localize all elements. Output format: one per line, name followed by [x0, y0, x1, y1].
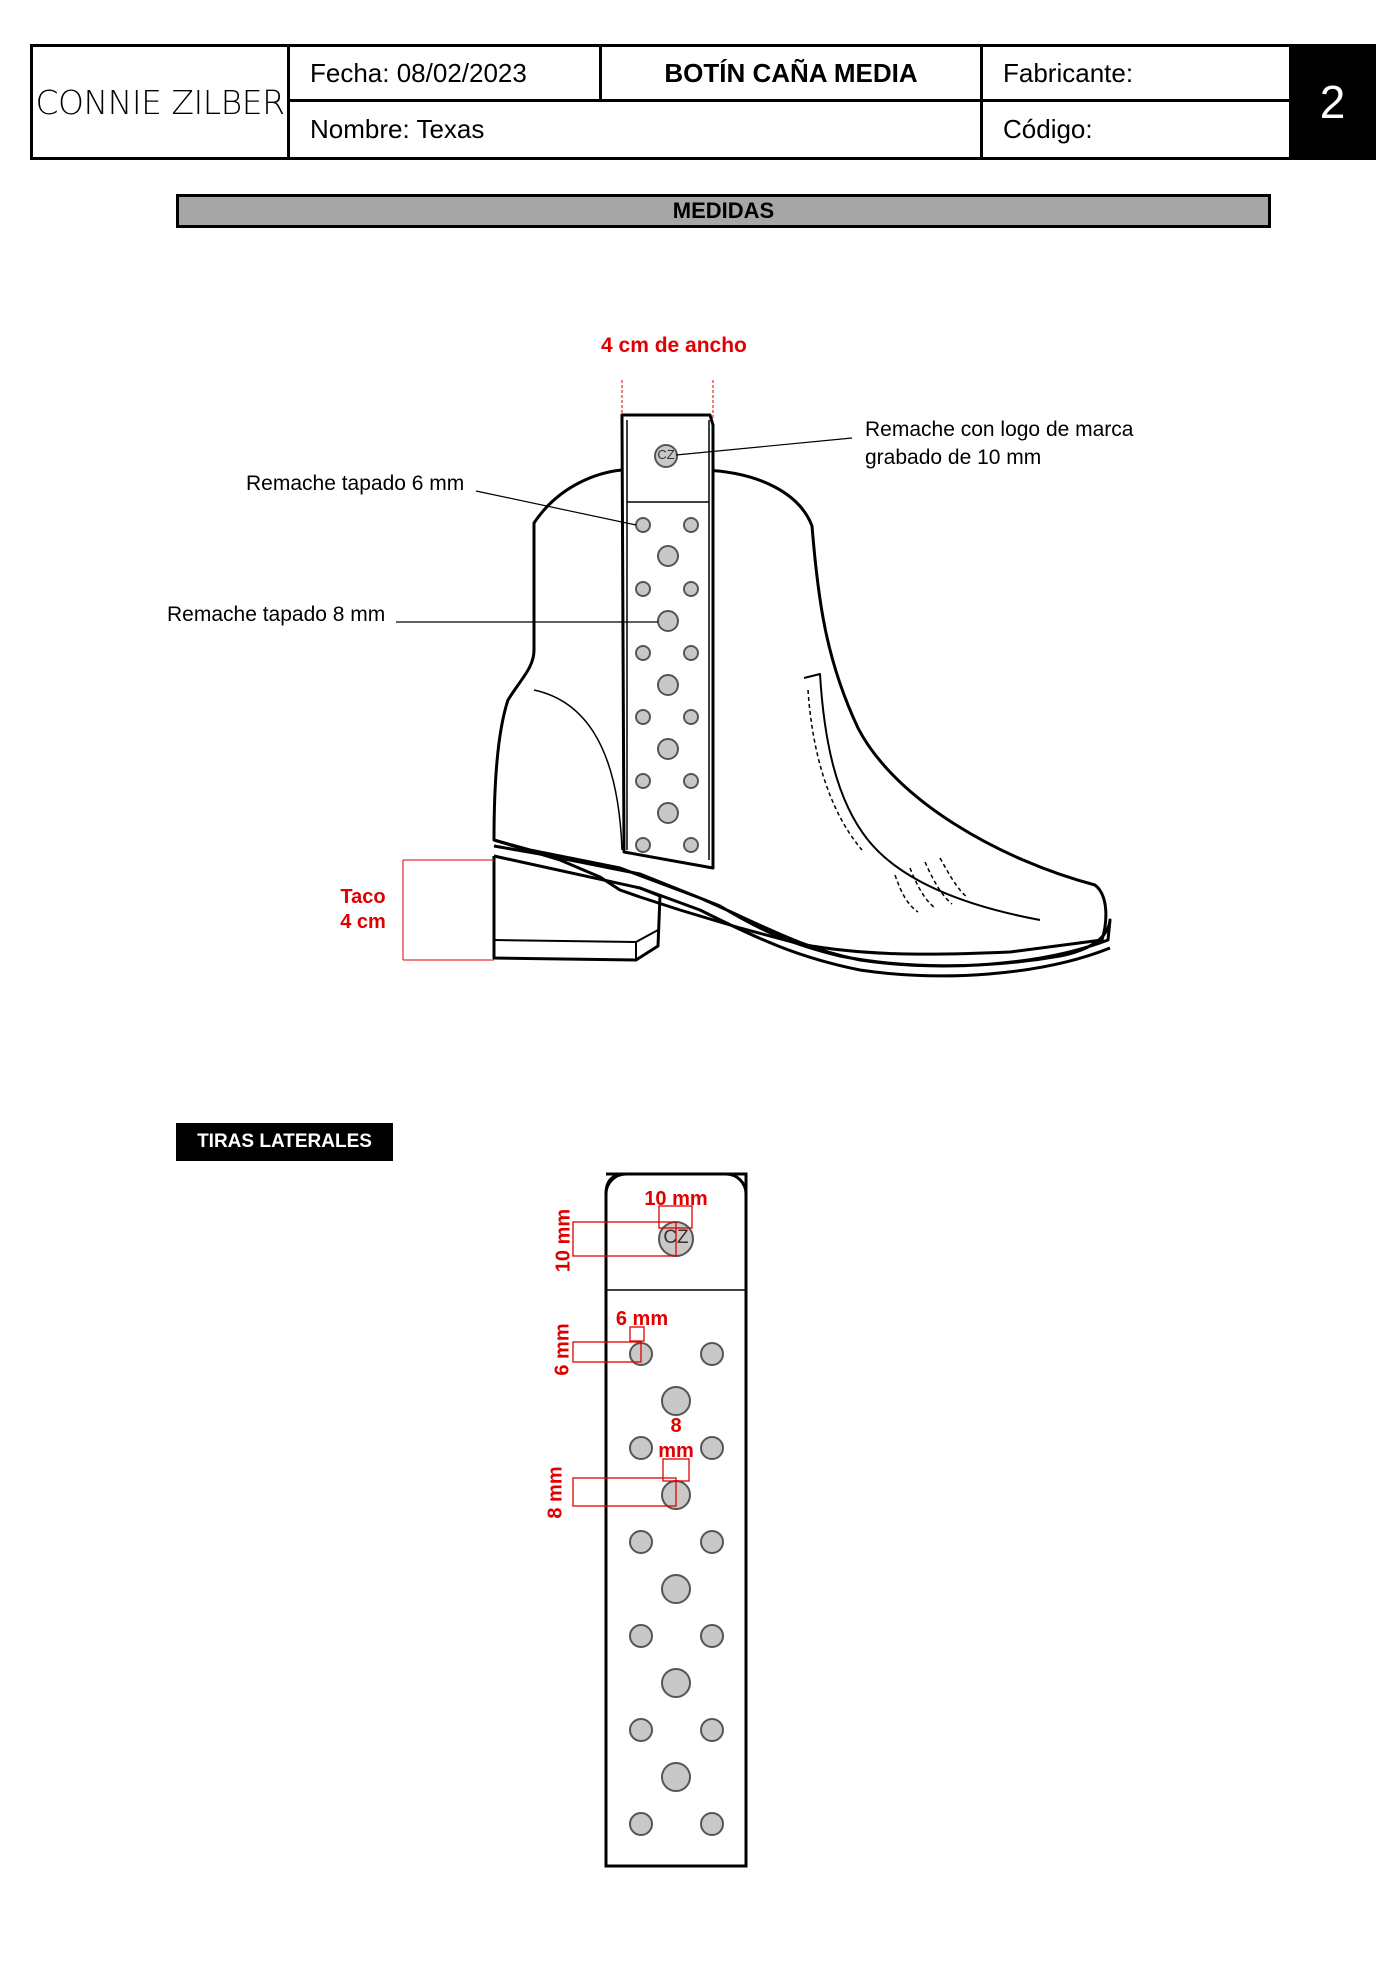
- strip-rivet-8mm: [661, 1386, 691, 1416]
- heel-label: Taco 4 cm: [328, 885, 398, 935]
- dim-10mm-v: 10 mm: [552, 1208, 575, 1273]
- strip-rivet-6mm: [700, 1436, 724, 1460]
- name-field: Nombre: Texas: [290, 102, 983, 157]
- logo-rivet: [654, 444, 678, 468]
- rivet-8mm-label: Remache tapado 8 mm: [167, 603, 386, 626]
- rivet-6mm: [635, 837, 651, 853]
- strip-rivet-6mm: [700, 1718, 724, 1742]
- manufacturer-field: Fabricante:: [983, 47, 1289, 102]
- strip-logo-text: CZ: [663, 1227, 689, 1248]
- strip-rivet-6mm: [629, 1530, 653, 1554]
- dim-8mm-h-num: 8: [670, 1415, 682, 1437]
- strip-rivet-6mm: [629, 1436, 653, 1460]
- rivet-6mm: [635, 709, 651, 725]
- dim-6mm-h: 6 mm: [615, 1308, 669, 1330]
- heel-label-2: 4 cm: [340, 911, 386, 933]
- strip-rivet-6mm: [629, 1812, 653, 1836]
- boot-outline: [492, 468, 1108, 956]
- section-title: MEDIDAS: [176, 194, 1271, 228]
- rivet-6mm: [635, 581, 651, 597]
- logo-rivet-label-1: Remache con logo de marca: [865, 418, 1134, 441]
- strip-section-title: TIRAS LATERALES: [176, 1123, 393, 1161]
- boot-sole: [493, 838, 1112, 968]
- strip-rivet-8mm: [661, 1668, 691, 1698]
- rivet-6mm: [683, 581, 699, 597]
- dim-8mm-h-unit: mm: [658, 1440, 694, 1462]
- header-grid: Fecha: 08/02/2023 BOTÍN CAÑA MEDIA Fabri…: [287, 44, 1289, 160]
- strip-rivet-6mm: [629, 1718, 653, 1742]
- title-block: CONNIE ZILBER Fecha: 08/02/2023 BOTÍN CA…: [30, 44, 1376, 160]
- dim-6mm-v: 6 mm: [551, 1323, 574, 1376]
- strip-rivet-8mm: [661, 1762, 691, 1792]
- rivet-6mm: [635, 645, 651, 661]
- rivet-6mm: [635, 517, 651, 533]
- strip-rivet-6mm: [700, 1624, 724, 1648]
- rivet-6mm: [683, 709, 699, 725]
- model-title: BOTÍN CAÑA MEDIA: [602, 47, 983, 102]
- rivet-8mm: [657, 674, 679, 696]
- rivet-6mm: [683, 773, 699, 789]
- strip-rivet-6mm: [700, 1342, 724, 1366]
- dim-8mm-h: 8 mm: [654, 1414, 698, 1464]
- brand-logo: CONNIE ZILBER: [30, 44, 290, 160]
- logo-rivet-text: CZ: [657, 447, 675, 462]
- rivet-8mm: [657, 738, 679, 760]
- strap-width-label: 4 cm de ancho: [601, 334, 747, 357]
- page-number: 2: [1289, 44, 1376, 160]
- date-field: Fecha: 08/02/2023: [290, 47, 602, 102]
- code-field: Código:: [1003, 114, 1093, 144]
- strip-rivet-6mm: [700, 1812, 724, 1836]
- heel-label-1: Taco: [340, 886, 386, 908]
- dim-8mm-v: 8 mm: [544, 1466, 567, 1519]
- rivet-6mm: [683, 837, 699, 853]
- rivet-8mm: [657, 802, 679, 824]
- rivet-6mm-label: Remache tapado 6 mm: [246, 472, 465, 495]
- boot-strap: [620, 413, 715, 870]
- strip-rivet-6mm: [629, 1624, 653, 1648]
- rivet-8mm: [657, 610, 679, 632]
- rivet-6mm: [683, 517, 699, 533]
- rivet-6mm: [635, 773, 651, 789]
- rivet-8mm: [657, 545, 679, 567]
- strip-rivet-8mm: [661, 1574, 691, 1604]
- rivet-6mm: [683, 645, 699, 661]
- strip-rivet-6mm: [700, 1530, 724, 1554]
- dim-10mm-h: 10 mm: [644, 1188, 708, 1210]
- logo-rivet-label-2: grabado de 10 mm: [865, 446, 1042, 469]
